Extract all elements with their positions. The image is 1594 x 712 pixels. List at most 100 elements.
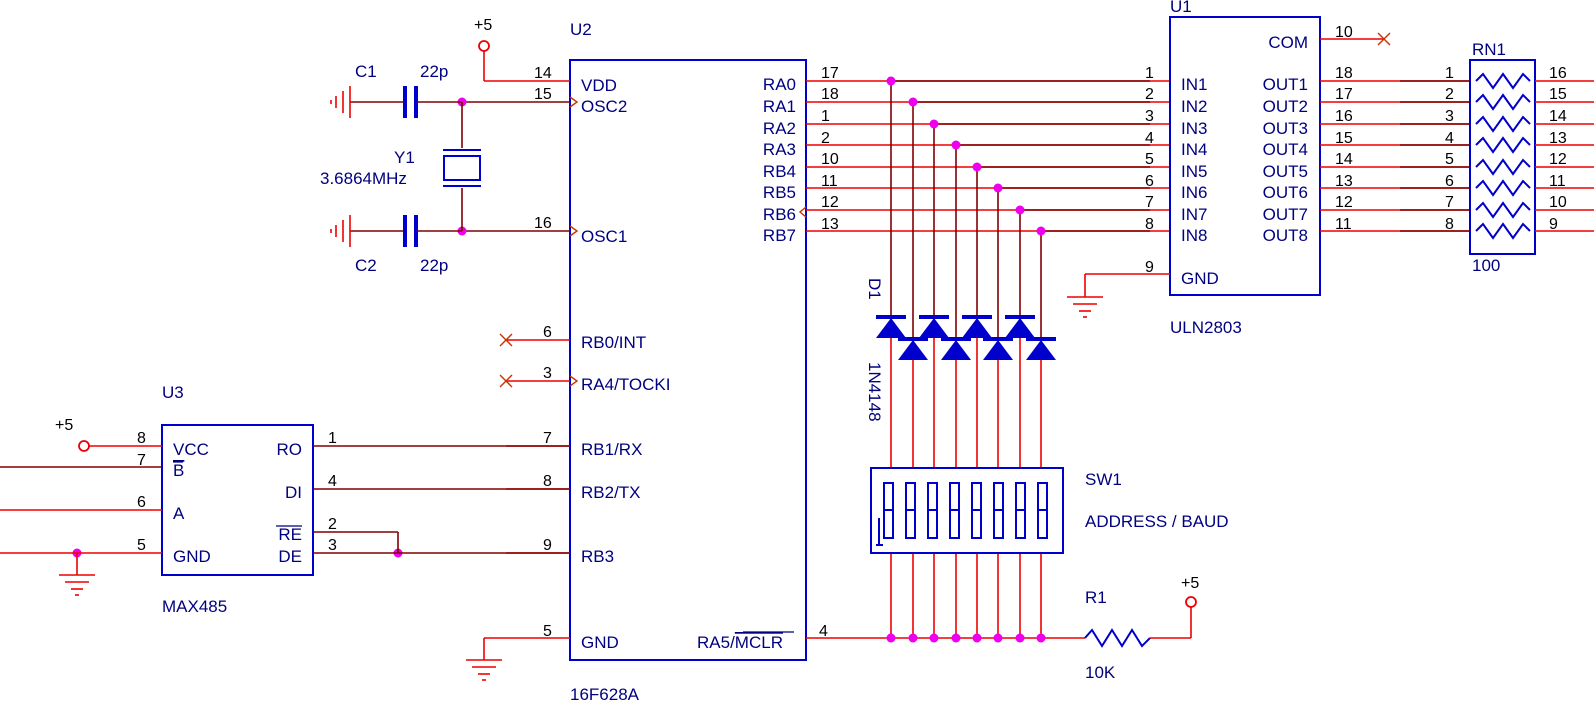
u1-pin-out5: OUT5 [1263, 162, 1308, 181]
u2-ground [466, 638, 502, 681]
u1-pin-number: 17 [1335, 86, 1353, 103]
r1-value: 10K [1085, 663, 1116, 682]
u2-microcontroller: U2 16F628A 14 VDD 15 OSC2 16 OSC1 6 RB0/… [462, 20, 839, 704]
u3-ref: U3 [162, 383, 184, 402]
u1-pin-number: 18 [1335, 65, 1353, 82]
u2-pin-osc2: OSC2 [581, 97, 627, 116]
u2-pin-number: 9 [543, 537, 552, 554]
u3-pin-number: 8 [137, 430, 146, 447]
c2-ref: C2 [355, 256, 377, 275]
u1-pin-out8: OUT8 [1263, 226, 1308, 245]
c1-ref: C1 [355, 62, 377, 81]
u2-pin-rb6: RB6 [763, 205, 796, 224]
u2-pin-vdd: VDD [581, 76, 617, 95]
u1-pin-in4: IN4 [1181, 140, 1207, 159]
u2-pin-number: 3 [543, 365, 552, 382]
u1-pin-out1: OUT1 [1263, 75, 1308, 94]
u2-pin-rb3: RB3 [581, 547, 614, 566]
dip-switch-sw1: SW1 ADDRESS / BAUD [870, 467, 1229, 554]
u2-pin-osc1: OSC1 [581, 227, 627, 246]
u1-pin-in8: IN8 [1181, 226, 1207, 245]
u2-pin-number: 10 [821, 151, 839, 168]
u2-power-label: +5 [474, 17, 492, 34]
u1-pin-in6: IN6 [1181, 183, 1207, 202]
r1-ref: R1 [1085, 588, 1107, 607]
u2-pin-number: 15 [534, 86, 552, 103]
u3-pin-re: RE [278, 525, 302, 544]
rn1-pin-number: 16 [1549, 65, 1567, 82]
u1-driver: U1 ULN2803 IN1 IN2 IN3 IN4 IN5 IN6 IN7 I… [1067, 0, 1470, 337]
u3-part-label: MAX485 [162, 597, 227, 616]
resistor-r1: +5 R1 10K [1084, 575, 1199, 682]
u2-pin-rb1: RB1/RX [581, 440, 642, 459]
u1-pin-number: 3 [1145, 108, 1154, 125]
y1-value: 3.6864MHz [320, 169, 407, 188]
u2-pin-ra1: RA1 [763, 97, 796, 116]
u2-pin-number: 7 [543, 430, 552, 447]
u2-pin-ra4: RA4/TOCKI [581, 375, 670, 394]
u1-pin-number: 8 [1145, 216, 1154, 233]
u3-pin-number: 5 [137, 537, 146, 554]
u2-pin-number: 8 [543, 473, 552, 490]
u1-part-label: ULN2803 [1170, 318, 1242, 337]
u1-pin-out4: OUT4 [1263, 140, 1308, 159]
rn1-pin-number: 7 [1445, 194, 1454, 211]
u2-pin-gnd: GND [581, 633, 619, 652]
u2-pin-number: 11 [821, 173, 838, 190]
u1-pin-number: 12 [1335, 194, 1353, 211]
u1-pin-number: 4 [1145, 130, 1154, 147]
u2-pin-number: 16 [534, 215, 552, 232]
u1-pin-number: 16 [1335, 108, 1353, 125]
u1-ref: U1 [1170, 0, 1192, 16]
u2-pin-number: 18 [821, 86, 839, 103]
u2-pin-rb7: RB7 [763, 226, 796, 245]
rn1-pin-number: 1 [1445, 65, 1454, 82]
u2-pin-number: 12 [821, 194, 839, 211]
u1-pin-gnd: GND [1181, 269, 1219, 288]
u2-ref: U2 [570, 20, 592, 39]
rn1-pin-number: 15 [1549, 86, 1567, 103]
u2-pin-number: 6 [543, 324, 552, 341]
u3-pin-number: 2 [328, 516, 337, 533]
rn1-pin-number: 9 [1549, 216, 1558, 233]
u2-pin-rb4: RB4 [763, 162, 796, 181]
rn1-pin-number: 3 [1445, 108, 1454, 125]
oscillator-circuit: +5 C1 22p C2 22p Y1 3.6864MHz [320, 17, 492, 275]
rn1-ref: RN1 [1472, 40, 1506, 59]
u3-pin-number: 7 [137, 452, 146, 469]
u1-pin-out3: OUT3 [1263, 119, 1308, 138]
u3-power-label: +5 [55, 417, 73, 434]
u2-pin-rb5: RB5 [763, 183, 796, 202]
u1-pin-out7: OUT7 [1263, 205, 1308, 224]
u3-pin-ro: RO [277, 440, 303, 459]
diode-array-d1: D1 1N4148 [865, 278, 1056, 422]
u3-pin-number: 1 [328, 430, 337, 447]
u1-pin-number: 7 [1145, 194, 1154, 211]
resistor-network-rn1: RN1 100 1 2 3 4 5 6 7 8 16 15 14 13 12 1… [1445, 40, 1594, 275]
rn1-pin-number: 12 [1549, 151, 1567, 168]
u1-pin-number: 14 [1335, 151, 1353, 168]
u3-pin-number: 6 [137, 494, 146, 511]
u3-transceiver: U3 MAX485 VCC B A GND RO DI RE DE +5 8 7… [0, 383, 570, 616]
rn1-value: 100 [1472, 256, 1500, 275]
u3-pin-vcc: VCC [173, 440, 209, 459]
u1-pin-out6: OUT6 [1263, 183, 1308, 202]
rn1-pin-number: 6 [1445, 173, 1454, 190]
rn1-pin-number: 5 [1445, 151, 1454, 168]
u1-pin-in7: IN7 [1181, 205, 1207, 224]
rn1-pin-number: 4 [1445, 130, 1454, 147]
u1-pin-number: 10 [1335, 24, 1353, 41]
u2-pin-rb0: RB0/INT [581, 333, 646, 352]
u2-pin-number: 13 [821, 216, 839, 233]
d1-part-label: 1N4148 [865, 362, 884, 422]
u1-pin-number: 1 [1145, 65, 1154, 82]
u2-pin-rb2: RB2/TX [581, 483, 641, 502]
u1-pin-number: 2 [1145, 86, 1154, 103]
u1-pin-number: 13 [1335, 173, 1353, 190]
u2-pin-number: 2 [821, 130, 830, 147]
u2-pin-mclr: RA5/MCLR [697, 633, 783, 652]
u3-pin-number: 3 [328, 537, 337, 554]
u2-pin-number: 17 [821, 65, 839, 82]
rn1-pin-number: 13 [1549, 130, 1567, 147]
